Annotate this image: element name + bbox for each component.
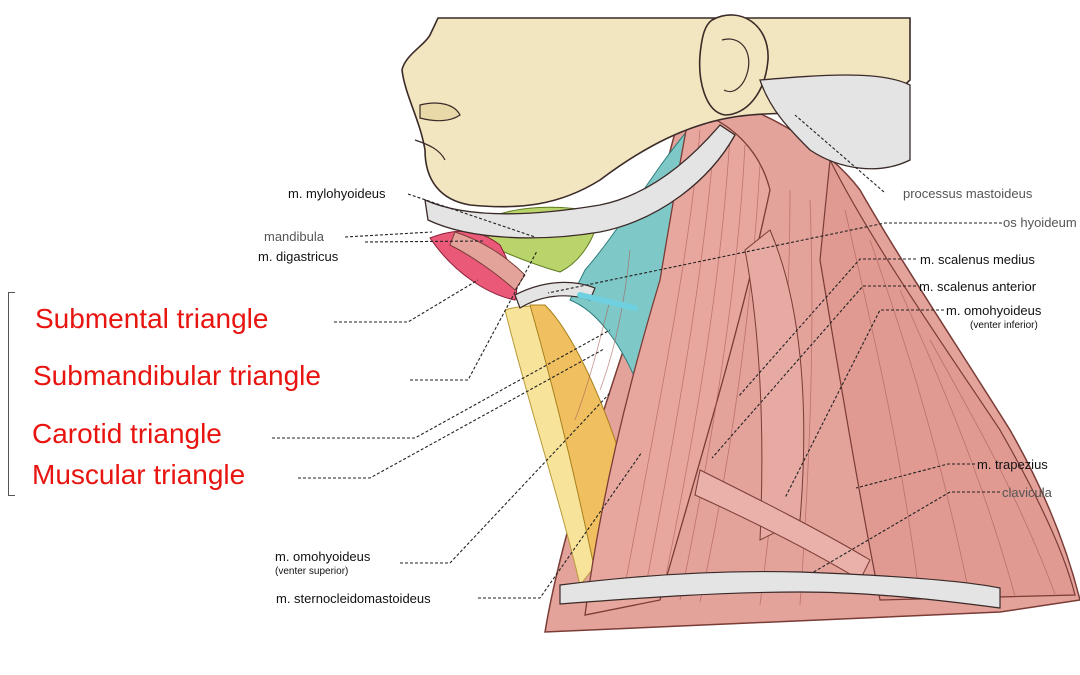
carotid-triangle-label: Carotid triangle — [32, 418, 222, 449]
label-scalenus-anterior: m. scalenus anterior — [919, 279, 1037, 294]
ear — [698, 14, 769, 116]
label-clavicula: clavicula — [1002, 485, 1052, 500]
mandible-bone — [424, 124, 736, 239]
scalenus-muscles — [744, 229, 805, 541]
label-trapezius: m. trapezius — [977, 457, 1048, 472]
label-omohyoideus-inferior-sub: (venter inferior) — [970, 320, 1038, 331]
label-scalenus-medius: m. scalenus medius — [920, 252, 1035, 267]
omohyoid-tendon — [577, 292, 638, 311]
submental-triangle-label: Submental triangle — [35, 303, 269, 334]
label-omohyoideus-superior-sub: (venter superior) — [275, 566, 349, 577]
label-omohyoideus-inferior: m. omohyoideus — [946, 303, 1042, 318]
label-processus-mastoideus: processus mastoideus — [903, 186, 1033, 201]
leader-lines — [272, 114, 1002, 599]
trapezius-muscle — [819, 157, 1076, 601]
muscular-triangle-label: Muscular triangle — [32, 459, 246, 490]
digastric-belly — [449, 231, 526, 291]
label-mandibula: mandibula — [264, 229, 324, 244]
mouth-lips — [419, 102, 461, 122]
sternocleidomastoid-muscle — [584, 109, 771, 616]
submandibular-triangle-label: Submandibular triangle — [33, 360, 321, 391]
triangle-group-bracket — [8, 292, 15, 496]
label-os-hyoideum: os hyoideum — [1003, 215, 1077, 230]
label-mylohyoideus: m. mylohyoideus — [288, 186, 386, 201]
chin-line — [414, 139, 446, 161]
ear-inner — [721, 38, 750, 93]
mastoid-process — [759, 74, 911, 170]
label-sternocleidomastoideus: m. sternocleidomastoideus — [276, 591, 431, 606]
hyoid-bone — [514, 281, 596, 309]
clavicle-bone — [559, 570, 1001, 609]
label-omohyoideus-superior: m. omohyoideus — [275, 549, 371, 564]
label-digastricus: m. digastricus — [258, 249, 339, 264]
